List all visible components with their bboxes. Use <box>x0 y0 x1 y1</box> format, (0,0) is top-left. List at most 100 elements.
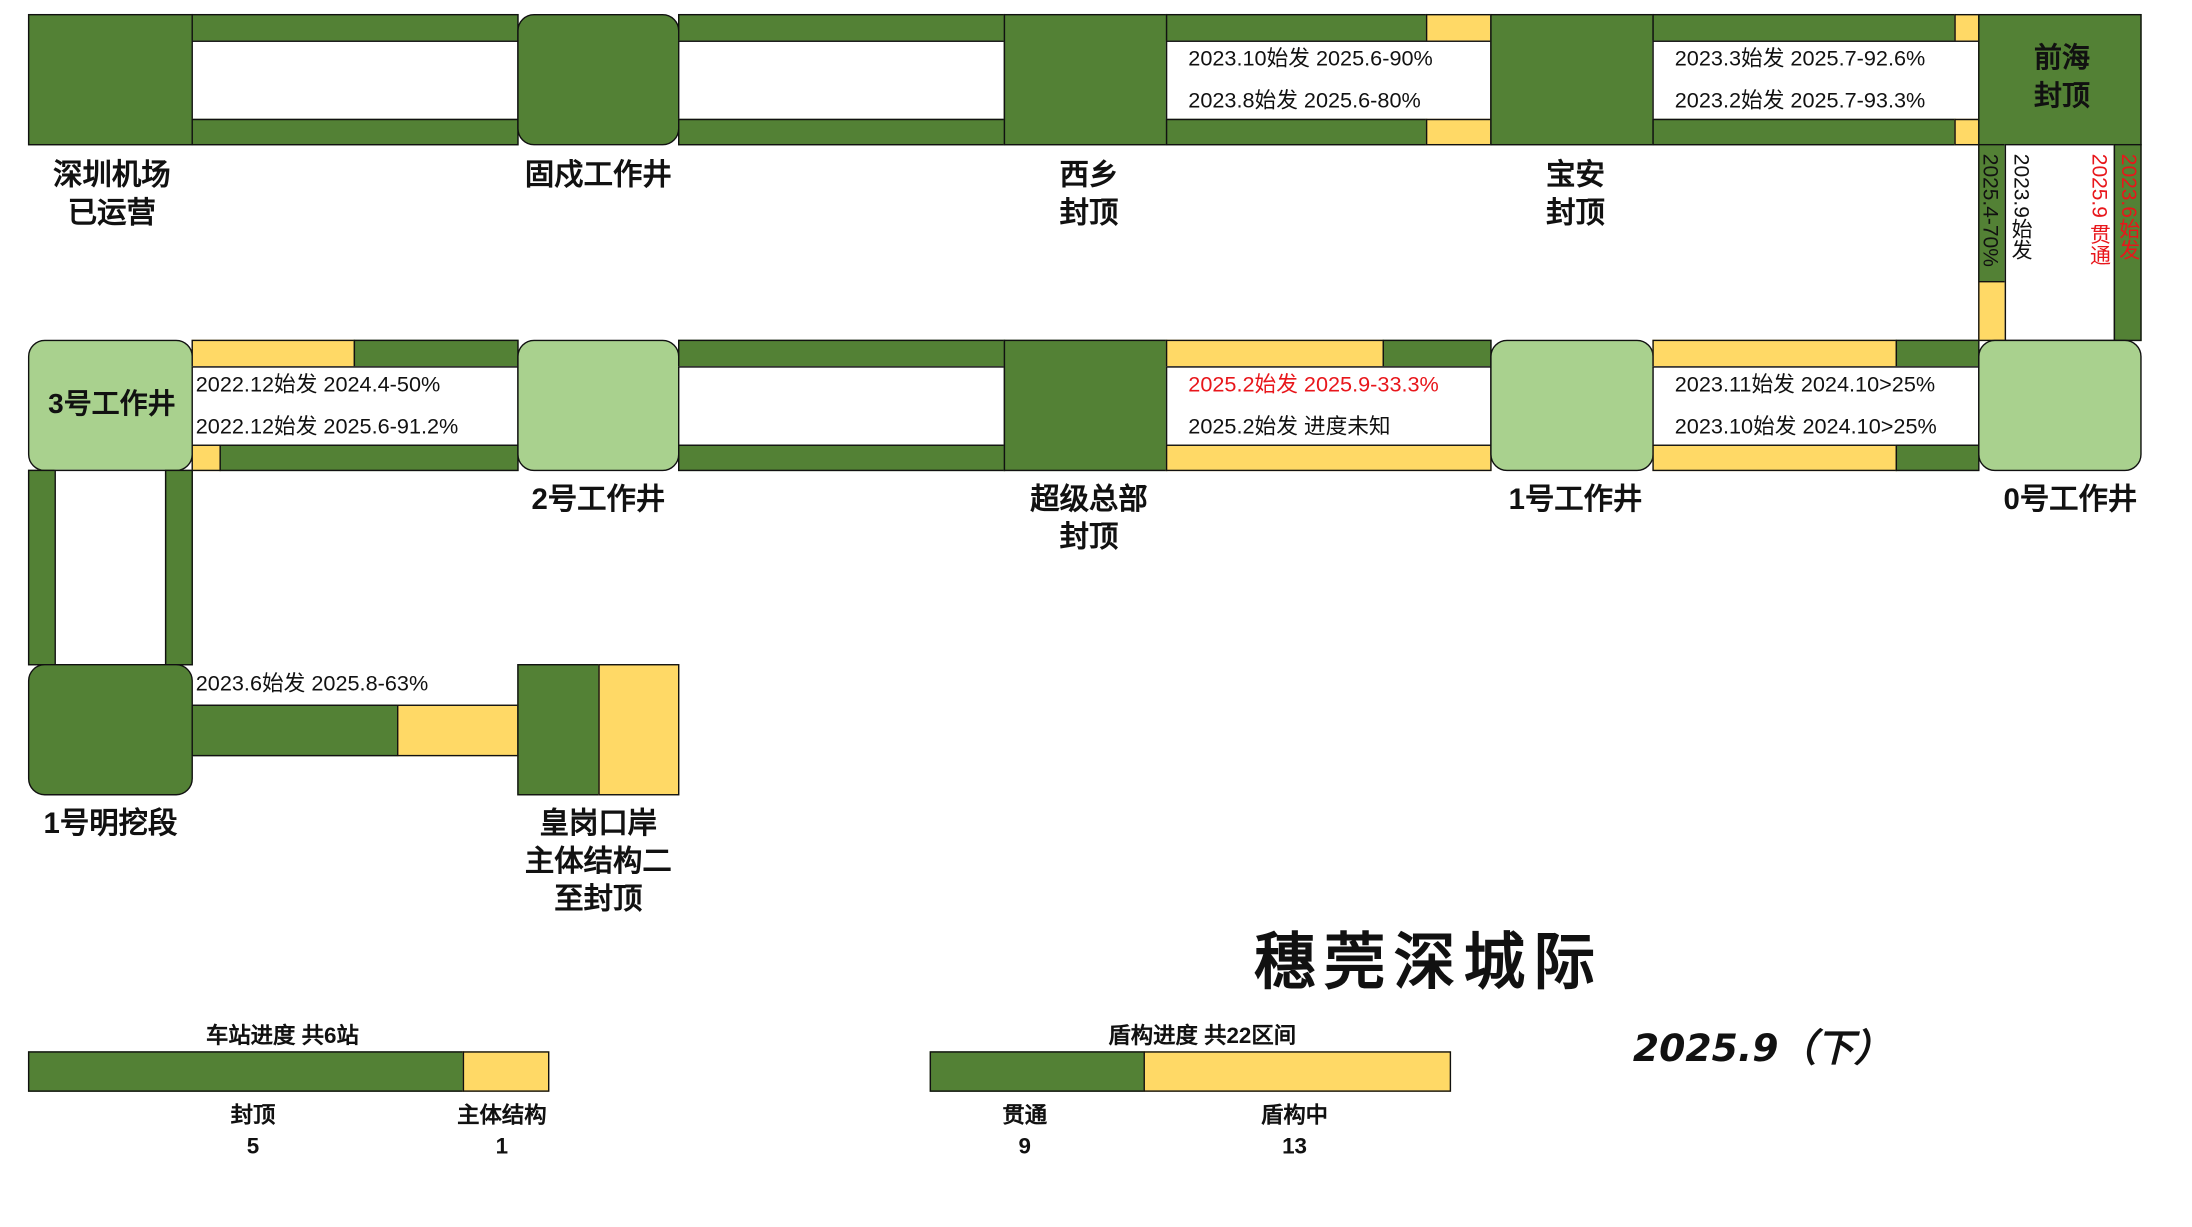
tunnel-xixiang-baoan-gap <box>1165 40 1492 121</box>
legend-station-main-label: 主体结构 <box>457 1104 547 1129</box>
diagram-date: 2025.9（下） <box>1632 1027 1892 1071</box>
tunnel-guxu-xixiang-top <box>678 13 1006 42</box>
sec-hq-w1-bottom: 2025.2始发 进度未知 <box>1188 415 1391 439</box>
tunnel-w1-w0-top-wip <box>1652 339 1898 368</box>
tunnel-hq-w1-top-done <box>1382 339 1492 368</box>
tunnel-w3-w2-bottom-done <box>219 444 519 472</box>
tunnel-w1-w0-bottom-done <box>1895 444 1980 472</box>
tunnel-hq-w1-gap <box>1165 366 1492 446</box>
legend-shield-done-bar <box>929 1051 1145 1092</box>
station-cut1 <box>27 664 193 796</box>
legend-shield-wip-label: 盾构中 <box>1260 1104 1329 1129</box>
station-label-well0: 0号工作井 <box>2003 483 2138 516</box>
station-label-well1: 1号工作井 <box>1508 483 1643 516</box>
legend-station-title: 车站进度 共6站 <box>205 1024 359 1049</box>
tunnel-airport-guxu-top <box>191 13 519 42</box>
station-label-qianhai: 前海 封顶 <box>2034 43 2090 112</box>
tunnel-hq-w1-bottom-wip <box>1165 444 1492 472</box>
sec-w1-w0-top: 2023.11始发 2024.10>25% <box>1674 373 1936 398</box>
tunnel-baoan-qianhai-bottom-wip <box>1954 118 1980 146</box>
tunnel-cut1-hg-wip <box>397 704 519 757</box>
tunnel-baoan-qianhai-top-done <box>1652 13 1956 42</box>
sec-w3-w2-bottom: 2022.12始发 2025.6-91.2% <box>195 415 459 439</box>
station-label-airport: 深圳机场 已运营 <box>53 159 171 230</box>
station-label-cut1: 1号明挖段 <box>43 808 178 841</box>
sec-w1-w0-bottom: 2023.10始发 2024.10>25% <box>1674 415 1937 439</box>
station-label-xixiang: 西乡 封顶 <box>1059 159 1119 230</box>
legend-station-main-bar <box>462 1051 550 1092</box>
station-label-huanggang: 皇岗口岸 主体结构二 至封顶 <box>524 808 672 916</box>
sec-xixiang-baoan-bottom: 2023.8始发 2025.6-80% <box>1188 89 1421 114</box>
sec-w3-w2-top: 2022.12始发 2024.4-50% <box>195 373 441 398</box>
station-huanggang-done <box>517 664 600 796</box>
tunnel-baoan-qianhai-gap <box>1652 40 1980 121</box>
legend-station-capped-label: 封顶 <box>230 1104 276 1129</box>
station-well2 <box>517 339 680 472</box>
tunnel-guxu-xixiang-gap <box>678 40 1006 121</box>
tunnel-xixiang-baoan-top-done <box>1165 13 1428 42</box>
tunnel-w2-hq-bottom <box>678 444 1006 472</box>
tunnel-airport-guxu-gap <box>191 40 519 121</box>
sec-hq-w1-top: 2025.2始发 2025.9-33.3% <box>1188 373 1439 398</box>
station-airport <box>27 13 193 146</box>
legend-station-capped-count: 5 <box>246 1135 260 1159</box>
tunnel-baoan-qianhai-top-wip <box>1954 13 1980 42</box>
station-huanggang-wip <box>598 664 680 796</box>
tunnel-qianhai-well0-left-wip <box>1978 280 2007 342</box>
legend-station-capped: 封顶 5 <box>231 1102 276 1164</box>
sec-baoan-qianhai-top: 2023.3始发 2025.7-92.6% <box>1674 47 1926 72</box>
tunnel-w1-w0-bottom-wip <box>1652 444 1898 472</box>
station-xixiang <box>1003 13 1168 146</box>
legend-shield-wip-count: 13 <box>1282 1135 1307 1159</box>
legend-shield-wip: 盾构中 13 <box>1261 1102 1328 1164</box>
tunnel-hq-w1-top-wip <box>1165 339 1384 368</box>
tunnel-w3-w2-top-done <box>353 339 519 368</box>
legend-shield-done-count: 9 <box>1018 1135 1031 1159</box>
tunnel-qianhai-well0-gap <box>2004 143 2116 342</box>
station-well3 <box>27 339 193 472</box>
legend-shield-done: 贯通 9 <box>1002 1102 1047 1164</box>
tunnel-qianhai-well0-right-done <box>2113 143 2142 342</box>
tunnel-baoan-qianhai-bottom-done <box>1652 118 1956 146</box>
sec-xixiang-baoan-top: 2023.10始发 2025.6-90% <box>1188 47 1433 72</box>
station-label-baoan: 宝安 封顶 <box>1546 159 1605 230</box>
tunnel-cut1-hg-done <box>191 704 399 757</box>
station-label-well2: 2号工作井 <box>531 483 666 516</box>
station-well1 <box>1490 339 1654 472</box>
sec-qianhai-v4: 2023.6始发 <box>2116 153 2141 260</box>
sec-qianhai-v1: 2025.4-70% <box>1978 153 2002 267</box>
tunnel-xixiang-baoan-top-wip <box>1425 13 1492 42</box>
tunnel-w3-cut1-gap <box>54 469 167 666</box>
diagram-title: 穗莞深城际 <box>1253 926 1604 999</box>
station-baoan <box>1490 13 1654 146</box>
station-label-well3: 3号工作井 <box>48 389 176 421</box>
tunnel-w3-cut1-right <box>164 469 193 666</box>
station-hq <box>1003 339 1168 472</box>
sec-qianhai-v2: 2023.9始发 <box>2008 153 2033 260</box>
tunnel-guxu-xixiang-bottom <box>678 118 1006 146</box>
station-guxu <box>517 13 680 146</box>
legend-shield-done-label: 贯通 <box>1002 1104 1048 1129</box>
legend-station-main-count: 1 <box>495 1135 509 1159</box>
tunnel-xixiang-baoan-bottom-wip <box>1425 118 1492 146</box>
tunnel-w1-w0-gap <box>1652 366 1980 446</box>
legend-station-capped-bar <box>27 1051 465 1092</box>
tunnel-w3-w2-gap <box>191 366 519 446</box>
tunnel-xixiang-baoan-bottom-done <box>1165 118 1428 146</box>
tunnel-w2-hq-gap <box>678 366 1006 446</box>
sec-baoan-qianhai-bottom: 2023.2始发 2025.7-93.3% <box>1674 89 1926 114</box>
sec-cut-hg: 2023.6始发 2025.8-63% <box>195 672 429 697</box>
tunnel-w3-w2-bottom-wip <box>191 444 221 472</box>
station-well0 <box>1978 339 2142 472</box>
tunnel-w1-w0-top-done <box>1895 339 1980 368</box>
tunnel-airport-guxu-bottom <box>191 118 519 146</box>
station-label-guxu: 固戍工作井 <box>524 159 672 192</box>
sec-qianhai-v3: 2025.9 贯通 <box>2087 153 2111 266</box>
tunnel-w3-cut1-left <box>27 469 56 666</box>
tunnel-w2-hq-top <box>678 339 1006 368</box>
legend-shield-title: 盾构进度 共22区间 <box>1108 1024 1297 1049</box>
legend-station-main: 主体结构 1 <box>457 1102 546 1164</box>
station-label-hq: 超级总部 封顶 <box>1030 483 1148 554</box>
legend-shield-wip-bar <box>1143 1051 1452 1092</box>
